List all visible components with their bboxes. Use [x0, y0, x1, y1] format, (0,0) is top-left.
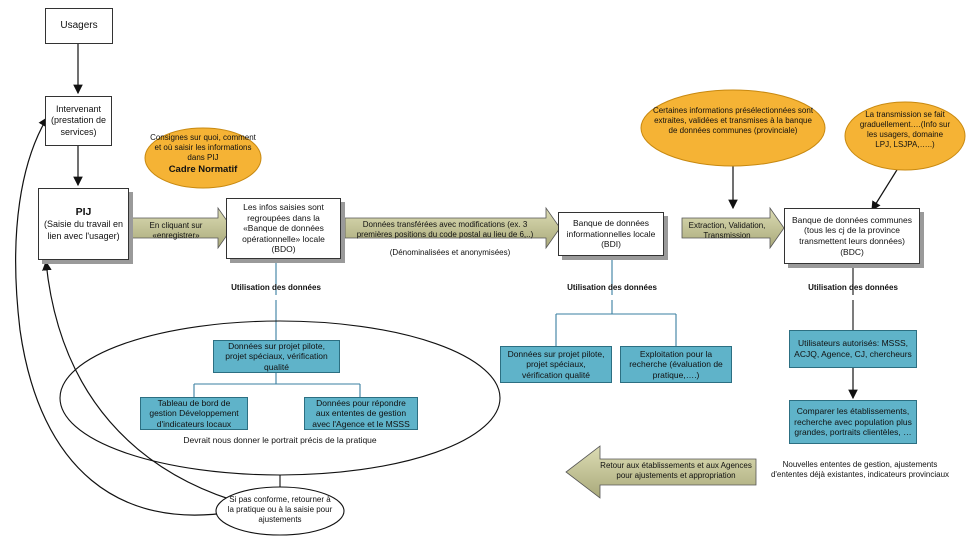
bdi-label: Banque de données informationnelles loca… — [566, 218, 656, 250]
bdc-label: Banque de données communes (tous les cj … — [791, 214, 913, 257]
transferees-label: Données transférées avec modifications (… — [356, 220, 534, 239]
certaines-callout — [640, 89, 826, 167]
consignes-text: Consignes sur quoi, comment et où saisir… — [150, 133, 256, 176]
fat-arrow-extraction — [681, 206, 785, 250]
comparer-box: Comparer les établissements, recherche a… — [789, 400, 917, 444]
tableau-bord-box: Tableau de bord de gestion Développement… — [140, 397, 248, 430]
projet-pilote-label-1: Données sur projet pilote, projet spécia… — [225, 340, 328, 372]
consignes-title: Cadre Normatif — [168, 164, 238, 175]
pointer-transmission — [871, 164, 901, 212]
consignes-callout — [144, 127, 262, 189]
nouvelles-label: Nouvelles ententes de gestion, ajustemen… — [770, 460, 950, 479]
ententes-box: Données pour répondre aux ententes de ge… — [304, 397, 418, 430]
utilisation-label-2: Utilisation des données — [567, 283, 657, 292]
denominalisees-label: (Dénominalisées et anonymisées) — [389, 248, 511, 257]
bdo-label: Les infos saisies sont regroupées dans l… — [242, 201, 325, 255]
portrait-label: Devrait nous donner le portrait précis d… — [183, 435, 377, 445]
bdi-box: Banque de données informationnelles loca… — [558, 212, 664, 256]
consignes-body: Consignes sur quoi, comment et où saisir… — [150, 133, 256, 162]
pij-body: (Saisie du travail en lien avec l'usager… — [43, 219, 124, 241]
comparer-label: Comparer les établissements, recherche a… — [794, 406, 912, 438]
loop-arrow-to-intervenant — [15, 116, 233, 516]
certaines-text: Certaines informations présélectionnées … — [652, 106, 814, 136]
projet-pilote-box-1: Données sur projet pilote, projet spécia… — [213, 340, 340, 373]
certaines-label: Certaines informations présélectionnées … — [652, 106, 814, 135]
loop-arrow-to-pij — [42, 260, 233, 501]
transmission-text: La transmission se fait graduellement….(… — [858, 110, 952, 150]
transmission-callout — [844, 101, 966, 171]
utilisation-label-1: Utilisation des données — [231, 283, 321, 292]
conforme-ellipse — [215, 486, 345, 536]
tableau-bord-label: Tableau de bord de gestion Développement… — [149, 397, 239, 429]
pij-box: PIJ (Saisie du travail en lien avec l'us… — [38, 188, 129, 260]
fat-arrow-transferees — [344, 206, 561, 250]
projet-pilote-label-2: Données sur projet pilote, projet spécia… — [507, 348, 605, 380]
intervenant-label: Intervenant (prestation de services) — [50, 104, 107, 137]
ententes-label: Données pour répondre aux ententes de ge… — [312, 397, 410, 429]
utilisation-label-3: Utilisation des données — [808, 283, 898, 292]
fat-arrow-retour — [565, 445, 757, 499]
cliquant-label: En cliquant sur «enregistrer» — [149, 221, 203, 240]
pij-title: PIJ — [75, 206, 92, 219]
extraction-label: Extraction, Validation, Transmission — [688, 221, 766, 240]
intervenant-box: Intervenant (prestation de services) — [45, 96, 112, 146]
bdc-box: Banque de données communes (tous les cj … — [784, 208, 920, 264]
transmission-label: La transmission se fait graduellement….(… — [859, 110, 951, 149]
usagers-box: Usagers — [45, 8, 113, 44]
conforme-label: Si pas conforme, retourner à la pratique… — [227, 495, 333, 524]
utilisateurs-label: Utilisateurs autorisés: MSSS, ACJQ, Agen… — [794, 338, 912, 359]
usagers-label: Usagers — [60, 19, 98, 31]
exploitation-box: Exploitation pour la recherche (évaluati… — [620, 346, 732, 383]
projet-pilote-box-2: Données sur projet pilote, projet spécia… — [500, 346, 612, 383]
retour-label: Retour aux établissements et aux Agences… — [600, 461, 752, 480]
exploitation-label: Exploitation pour la recherche (évaluati… — [629, 348, 723, 380]
bdo-box: Les infos saisies sont regroupées dans l… — [226, 198, 341, 259]
utilisateurs-box: Utilisateurs autorisés: MSSS, ACJQ, Agen… — [789, 330, 917, 368]
fat-arrow-cliquant — [130, 206, 233, 250]
